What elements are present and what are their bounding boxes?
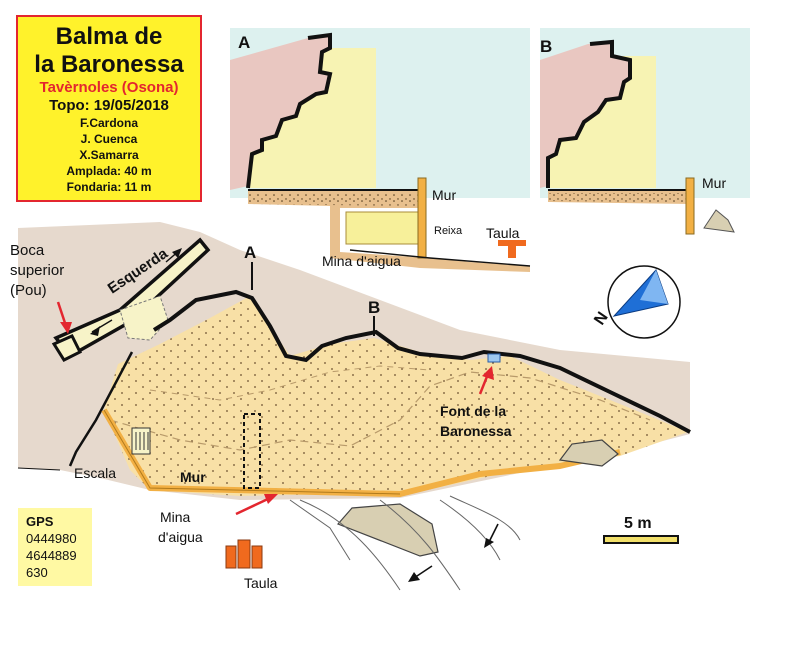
plan-font-label-1: Font de la [440, 403, 506, 419]
author-3: X.Samarra [79, 148, 139, 162]
plan-mina-label-2: d'aigua [158, 529, 203, 545]
section-a: A Mur Reixa Taula Mina d'aigua [230, 28, 531, 272]
plan-taula-label: Taula [244, 575, 278, 591]
section-b-roof-line [546, 39, 632, 188]
title-line-1: Balma de [55, 23, 163, 50]
section-b-letter: B [540, 37, 552, 56]
section-b-rock [540, 42, 630, 188]
plan-taula-bench-2 [251, 545, 263, 569]
plan-font-spring [487, 353, 501, 363]
gps-x: 0444980 [26, 531, 77, 546]
plan-crack-arrowhead-2 [172, 248, 182, 258]
section-a-shelter-void [248, 48, 376, 188]
title-box: Balma de la Baronessa Tavèrnoles (Osona)… [16, 15, 202, 202]
title-line-2: la Baronessa [34, 51, 184, 78]
section-b-shelter-void [548, 56, 656, 188]
plan-mina-outline [243, 413, 261, 489]
plan-dripline-2 [149, 365, 431, 401]
section-a-mina-label: Mina d'aigua [322, 253, 401, 269]
section-a-roof-line [246, 32, 333, 189]
plan-escala-label: Escala [74, 465, 116, 481]
section-a-mina [345, 211, 423, 245]
section-b-floor-dots [548, 193, 686, 202]
plan-boca-label-1: Boca [10, 242, 45, 259]
scale-bar-label: 5 m [624, 515, 652, 532]
plan-floor-texture [104, 296, 688, 496]
plan-mur-wall-edge [103, 409, 401, 495]
section-a-reixa-label: Reixa [434, 225, 463, 237]
section-a-table-leg [508, 246, 516, 258]
plan-escala-stairs [131, 427, 151, 455]
section-a-table-top [498, 240, 526, 246]
compass-needle-highlight [640, 270, 668, 304]
plan-view: Boca superior (Pou) Esquerda A B Font de… [10, 222, 691, 591]
scale-bar: 5 m [603, 515, 679, 544]
section-b-boulder [703, 209, 735, 233]
plan-dripline-main [152, 289, 691, 434]
gps-altitude: 630 [26, 565, 48, 580]
plan-cut-b-label: B [368, 298, 380, 317]
plan-dripline-1 [109, 371, 651, 451]
plan-font-label-2: Baronessa [440, 423, 512, 439]
gps-label: GPS [26, 514, 54, 529]
plan-boca-label-2: superior [10, 262, 64, 279]
plan-crack-arrowhead-1 [90, 326, 100, 336]
plan-boca-opening [51, 334, 83, 362]
plan-mina-arrow [235, 496, 271, 516]
gps-y: 4644889 [26, 548, 77, 563]
section-b: B Mur [540, 28, 750, 235]
plan-boca-label-3: (Pou) [10, 282, 47, 299]
section-a-letter: A [238, 33, 250, 52]
plan-flow-arrowhead-2 [408, 572, 420, 582]
section-a-floor-dots [248, 194, 418, 206]
section-b-mur-label: Mur [702, 175, 726, 191]
plan-taula-table [237, 539, 251, 569]
plan-flow-arrowhead-1 [484, 538, 494, 548]
scale-bar-line [603, 535, 679, 544]
place-name: Tavèrnoles (Osona) [39, 79, 179, 96]
width-value: Amplada: 40 m [66, 164, 152, 178]
compass: N [591, 265, 681, 339]
gps-box: GPS 0444980 4644889 630 [18, 508, 92, 586]
topo-date: Topo: 19/05/2018 [49, 97, 169, 114]
depth-value: Fondaria: 11 m [66, 180, 152, 194]
author-2: J. Cuenca [80, 132, 138, 146]
section-b-wall [685, 177, 695, 235]
plan-left-edge [17, 467, 61, 471]
plan-cut-a-label: A [244, 243, 256, 262]
plan-font-arrowhead [482, 366, 494, 380]
section-a-lower-line [349, 249, 531, 267]
plan-taula-bench-1 [225, 545, 237, 569]
plan-boulder-2 [336, 503, 439, 557]
plan-slope-lines [289, 495, 521, 591]
author-1: F.Cardona [79, 116, 138, 130]
plan-mur-label: Mur [180, 469, 206, 485]
section-a-taula-label: Taula [486, 225, 520, 241]
plan-west-wall [68, 351, 134, 467]
section-a-mur-label: Mur [432, 187, 456, 203]
plan-mina-label-1: Mina [160, 509, 191, 525]
plan-mina-arrowhead [264, 494, 278, 504]
plan-boca-arrowhead [60, 322, 72, 334]
section-a-wall [417, 177, 427, 259]
plan-boulder-1 [558, 439, 619, 467]
